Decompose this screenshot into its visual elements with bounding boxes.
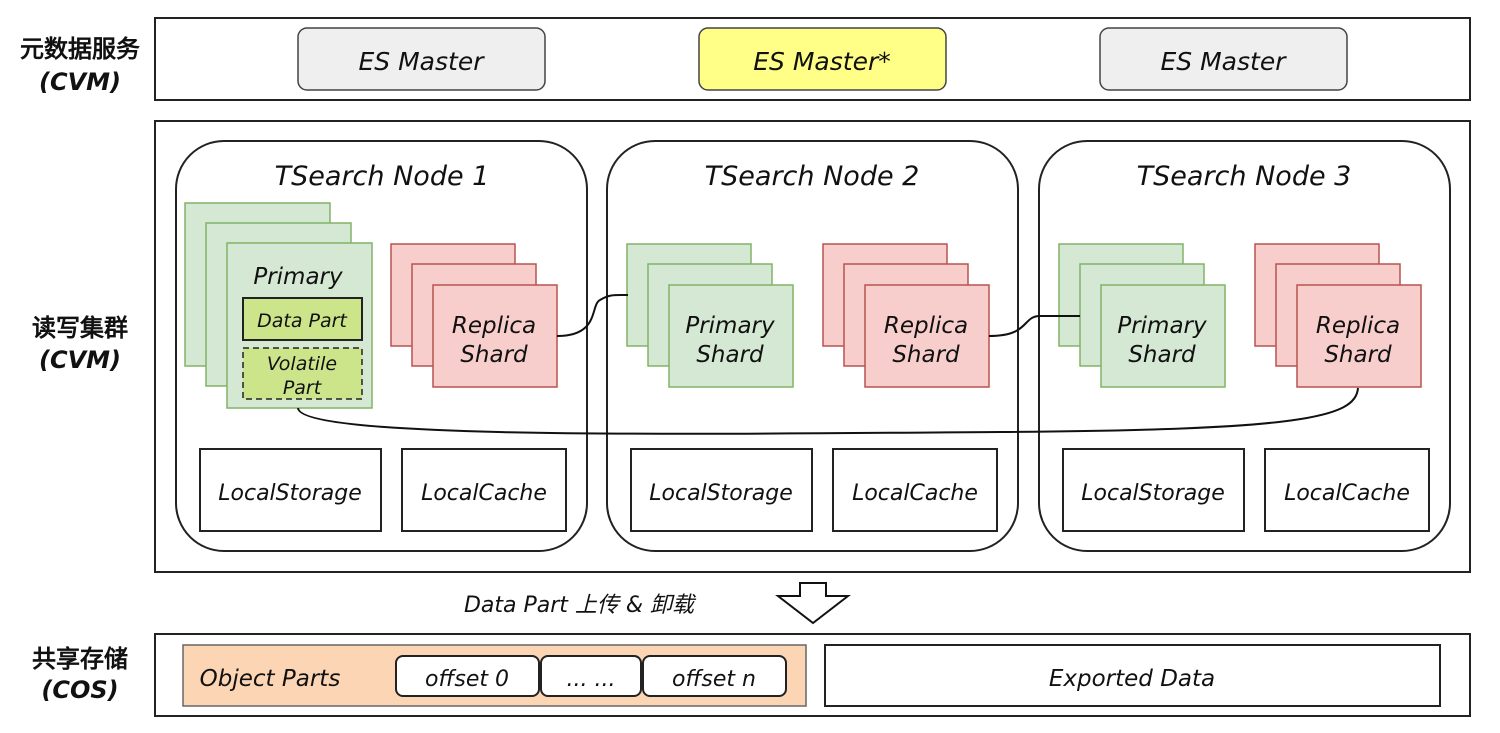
es-master-3-label: ES Master bbox=[1161, 47, 1288, 76]
node-2-localstorage bbox=[630, 448, 813, 532]
es-master-2 bbox=[698, 27, 947, 91]
object-parts-label: Object Parts bbox=[200, 666, 341, 692]
node-3-primary-line2: Shard bbox=[1128, 342, 1196, 368]
upload-label: Data Part 上传 & 卸载 bbox=[464, 593, 697, 618]
node-1-primary-stack: Primary Data Part Volatile Part bbox=[184, 202, 373, 409]
offset-n-box bbox=[642, 655, 787, 697]
node-2-replica-line1: Replica bbox=[884, 313, 968, 339]
cluster-layer-title: 读写集群 bbox=[32, 314, 128, 342]
es-master-1-label: ES Master bbox=[359, 47, 486, 76]
node-1-replica-stack: Replica Shard bbox=[390, 243, 558, 388]
connector-replica2-primary3 bbox=[988, 315, 1080, 337]
node-3-replica-card bbox=[1296, 284, 1422, 388]
node-2-localcache-label: LocalCache bbox=[852, 481, 978, 506]
node-2-localstorage-label: LocalStorage bbox=[649, 481, 792, 506]
offset-ellipsis-label: ... ... bbox=[567, 667, 616, 692]
node-3-localstorage bbox=[1062, 448, 1245, 532]
node-3-primary-line1: Primary bbox=[1117, 313, 1207, 339]
node-1-volatile-label-1: Volatile bbox=[267, 353, 337, 375]
offset-n-label: offset n bbox=[672, 667, 756, 692]
node-2-replica-line2: Shard bbox=[892, 342, 960, 368]
node-3-primary-card bbox=[1100, 284, 1226, 388]
node-3-localcache-label: LocalCache bbox=[1284, 481, 1410, 506]
metadata-layer-title: 元数据服务 bbox=[20, 35, 141, 63]
node-1-localcache bbox=[401, 448, 567, 532]
node-1-localcache-label: LocalCache bbox=[421, 481, 547, 506]
node-1-title: TSearch Node 1 bbox=[275, 161, 490, 192]
node-1-localstorage-label: LocalStorage bbox=[218, 481, 361, 506]
exported-data-box bbox=[824, 644, 1441, 707]
node-1-volatile-label-2: Part bbox=[283, 377, 323, 399]
storage-layer-sub: (COS) bbox=[41, 676, 118, 704]
node-2-localcache bbox=[832, 448, 998, 532]
connector-primary1-replica3 bbox=[297, 387, 1359, 435]
cluster-layer-sub: (CVM) bbox=[39, 346, 121, 374]
node-2-primary-line1: Primary bbox=[685, 313, 775, 339]
node-3-localcache bbox=[1264, 448, 1430, 532]
node-2-primary-line2: Shard bbox=[696, 342, 764, 368]
node-2-title: TSearch Node 2 bbox=[705, 161, 920, 192]
node-2-primary-card bbox=[668, 284, 794, 388]
node-2-replica-card bbox=[864, 284, 990, 388]
metadata-layer-sub: (CVM) bbox=[39, 68, 121, 96]
es-master-2-label: ES Master* bbox=[753, 47, 891, 76]
es-master-3 bbox=[1099, 27, 1348, 91]
node-3-replica-line1: Replica bbox=[1316, 313, 1400, 339]
node-1-replica-line1: Replica bbox=[452, 313, 536, 339]
node-3-title: TSearch Node 3 bbox=[1137, 161, 1352, 192]
node-2-replica-stack: Replica Shard bbox=[822, 243, 990, 388]
node-3-replica-line2: Shard bbox=[1324, 342, 1392, 368]
offset-0-box bbox=[395, 655, 540, 697]
down-arrow-icon bbox=[775, 582, 851, 625]
node-1-data-part-label: Data Part bbox=[257, 310, 348, 332]
node-1-replica-card bbox=[432, 284, 558, 388]
offset-0-label: offset 0 bbox=[425, 667, 509, 692]
connector-replica1-primary2 bbox=[556, 293, 629, 337]
storage-layer-title: 共享存储 bbox=[32, 645, 128, 673]
node-1-replica-line2: Shard bbox=[460, 342, 528, 368]
offset-ellipsis-box bbox=[540, 655, 642, 697]
node-3-primary-stack: Primary Shard bbox=[1058, 243, 1226, 388]
exported-data-label: Exported Data bbox=[1049, 666, 1215, 692]
node-1-data-part bbox=[242, 297, 363, 341]
node-1-volatile-part bbox=[242, 347, 363, 400]
node-3-replica-stack: Replica Shard bbox=[1254, 243, 1422, 388]
node-1-localstorage bbox=[199, 448, 382, 532]
node-1-primary-label: Primary bbox=[253, 264, 343, 290]
es-master-1 bbox=[297, 27, 546, 91]
node-3-localstorage-label: LocalStorage bbox=[1081, 481, 1224, 506]
node-2-primary-stack: Primary Shard bbox=[626, 243, 794, 388]
